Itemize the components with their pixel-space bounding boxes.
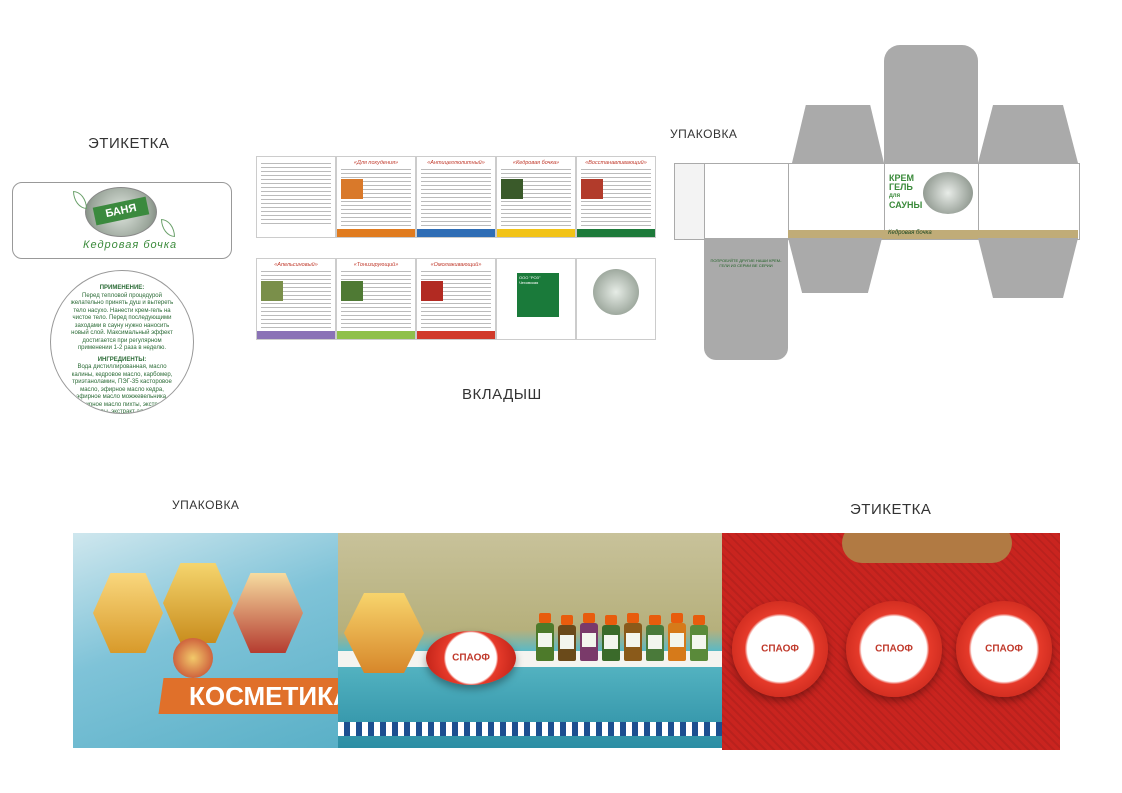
insert-panel-title: «Для похудения» <box>353 160 399 166</box>
label-subtitle: Кедровая бочка <box>83 239 178 251</box>
insert-panel-title: «Восстанавливающий» <box>585 160 647 166</box>
oil-bottle <box>536 613 554 661</box>
label-heading-bottom: ЭТИКЕТКА <box>850 501 932 518</box>
insert-panel-image <box>581 179 603 199</box>
box-band-text: Кедровая бочка <box>888 230 932 236</box>
round-label: ПРИМЕНЕНИЕ: Перед тепловой процедурой же… <box>50 270 194 414</box>
box-top-side-flap <box>792 105 884 163</box>
box-side-panel <box>704 163 790 240</box>
insert-panel-stripe <box>417 331 495 339</box>
oil-bottle <box>602 615 620 661</box>
honeycomb-box <box>163 563 233 643</box>
insert-panel-stripe <box>337 229 415 237</box>
application-text: Перед тепловой процедурой желательно при… <box>70 292 174 352</box>
product-jar: СПАОФ <box>956 601 1052 697</box>
insert-panel: «Для похудения» <box>336 156 416 238</box>
insert-panel-title: «Омолаживающий» <box>430 262 482 268</box>
insert-panel-image <box>261 281 283 301</box>
insert-panel-stripe <box>337 331 415 339</box>
box-bottom-side-flap <box>788 238 882 293</box>
insert-panel-title: «Антицеллюлитный» <box>427 160 485 166</box>
ingredients-title: ИНГРЕДИЕНТЫ: <box>97 356 147 363</box>
box-top-panel <box>884 105 978 163</box>
box-band: Кедровая бочка <box>788 230 1078 239</box>
insert-panel-image <box>421 281 443 301</box>
insert-panel-image <box>501 179 523 199</box>
product-photo-cosmetics: КОСМЕТИКА <box>73 533 338 748</box>
insert-heading: ВКЛАДЫШ <box>462 386 542 403</box>
insert-panel: «Апельсиновый» <box>256 258 336 340</box>
insert-panel-stripe <box>257 331 335 339</box>
box-glue-flap <box>674 163 706 240</box>
packaging-heading-bottom: УПАКОВКА <box>172 498 240 512</box>
brand-logo: БАНЯ <box>85 187 157 237</box>
insert-panel: «Антицеллюлитный» <box>416 156 496 238</box>
insert-panel: ООО "РОЗ" Чеховская <box>496 258 576 340</box>
oil-bottle <box>624 613 642 661</box>
box-bottom-side-flap <box>978 238 1078 298</box>
product-photo-jars: СПАОФ СПАОФ СПАОФ <box>722 533 1060 750</box>
box-top-flap <box>884 45 978 105</box>
application-title: ПРИМЕНЕНИЕ: <box>99 285 145 291</box>
insert-panel: «Омолаживающий» <box>416 258 496 340</box>
insert-panel <box>256 156 336 238</box>
box-front-panel: КРЕМ ГЕЛЬ для САУНЫ <box>884 163 980 240</box>
wooden-brush <box>842 533 1012 563</box>
insert-row-top: «Для похудения» «Антицеллюлитный» «Кедро… <box>256 156 656 238</box>
product-jar: СПАОФ <box>426 631 516 685</box>
insert-panel-title: «Апельсиновый» <box>274 262 318 268</box>
insert-panel <box>576 258 656 340</box>
brand-logo <box>593 269 639 315</box>
packaging-heading-top: УПАКОВКА <box>670 127 738 141</box>
box-top-side-flap <box>978 105 1078 163</box>
box-front-title: КРЕМ ГЕЛЬ для САУНЫ <box>889 173 923 210</box>
pool-tile-border <box>338 722 722 736</box>
oil-bottle <box>668 613 686 661</box>
insert-panel: «Тонизирующий» <box>336 258 416 340</box>
insert-panel-title: «Кедровая бочка» <box>512 160 560 166</box>
insert-panel-title: «Тонизирующий» <box>353 262 399 268</box>
leaf-icon <box>161 219 175 237</box>
insert-panel-image <box>341 179 363 199</box>
brand-logo <box>923 172 973 214</box>
honeycomb-box <box>344 593 424 673</box>
oil-bottle <box>558 615 576 661</box>
contact-box: ООО "РОЗ" Чеховская <box>517 273 559 317</box>
insert-panel: «Кедровая бочка» <box>496 156 576 238</box>
box-side-note: ПОПРОБУЙТЕ ДРУГИЕ НАШИ КРЕМ-ГЕЛИ ИЗ СЕРИ… <box>710 258 782 268</box>
insert-row-bottom: «Апельсиновый» «Тонизирующий» «Омолажива… <box>256 258 656 340</box>
label-heading-top: ЭТИКЕТКА <box>88 135 170 152</box>
oil-bottle <box>646 615 664 661</box>
honeycomb-box <box>93 573 163 653</box>
insert-panel-stripe <box>497 229 575 237</box>
honeycomb-box <box>233 573 303 653</box>
box-back-panel <box>788 163 886 240</box>
box-bottom-flap: ПОПРОБУЙТЕ ДРУГИЕ НАШИ КРЕМ-ГЕЛИ ИЗ СЕРИ… <box>704 238 788 360</box>
insert-panel-stripe <box>577 229 655 237</box>
product-photo-bottles: СПАОФ <box>338 533 722 748</box>
label-rectangle: БАНЯ Кедровая бочка <box>12 182 232 259</box>
leaf-icon <box>73 191 87 209</box>
oil-bottle <box>580 613 598 661</box>
product-jar: СПАОФ <box>846 601 942 697</box>
insert-panel-stripe <box>417 229 495 237</box>
oil-bottle <box>690 615 708 661</box>
cosmetics-banner: КОСМЕТИКА <box>158 678 338 714</box>
product-jar: СПАОФ <box>732 601 828 697</box>
apple-image <box>173 638 213 678</box>
ingredients-text: Вода дистиллированная, масло калины, кед… <box>71 364 173 414</box>
box-right-panel <box>978 163 1080 240</box>
insert-panel: «Восстанавливающий» <box>576 156 656 238</box>
insert-panel-image <box>341 281 363 301</box>
brand-wordmark: БАНЯ <box>92 196 150 226</box>
